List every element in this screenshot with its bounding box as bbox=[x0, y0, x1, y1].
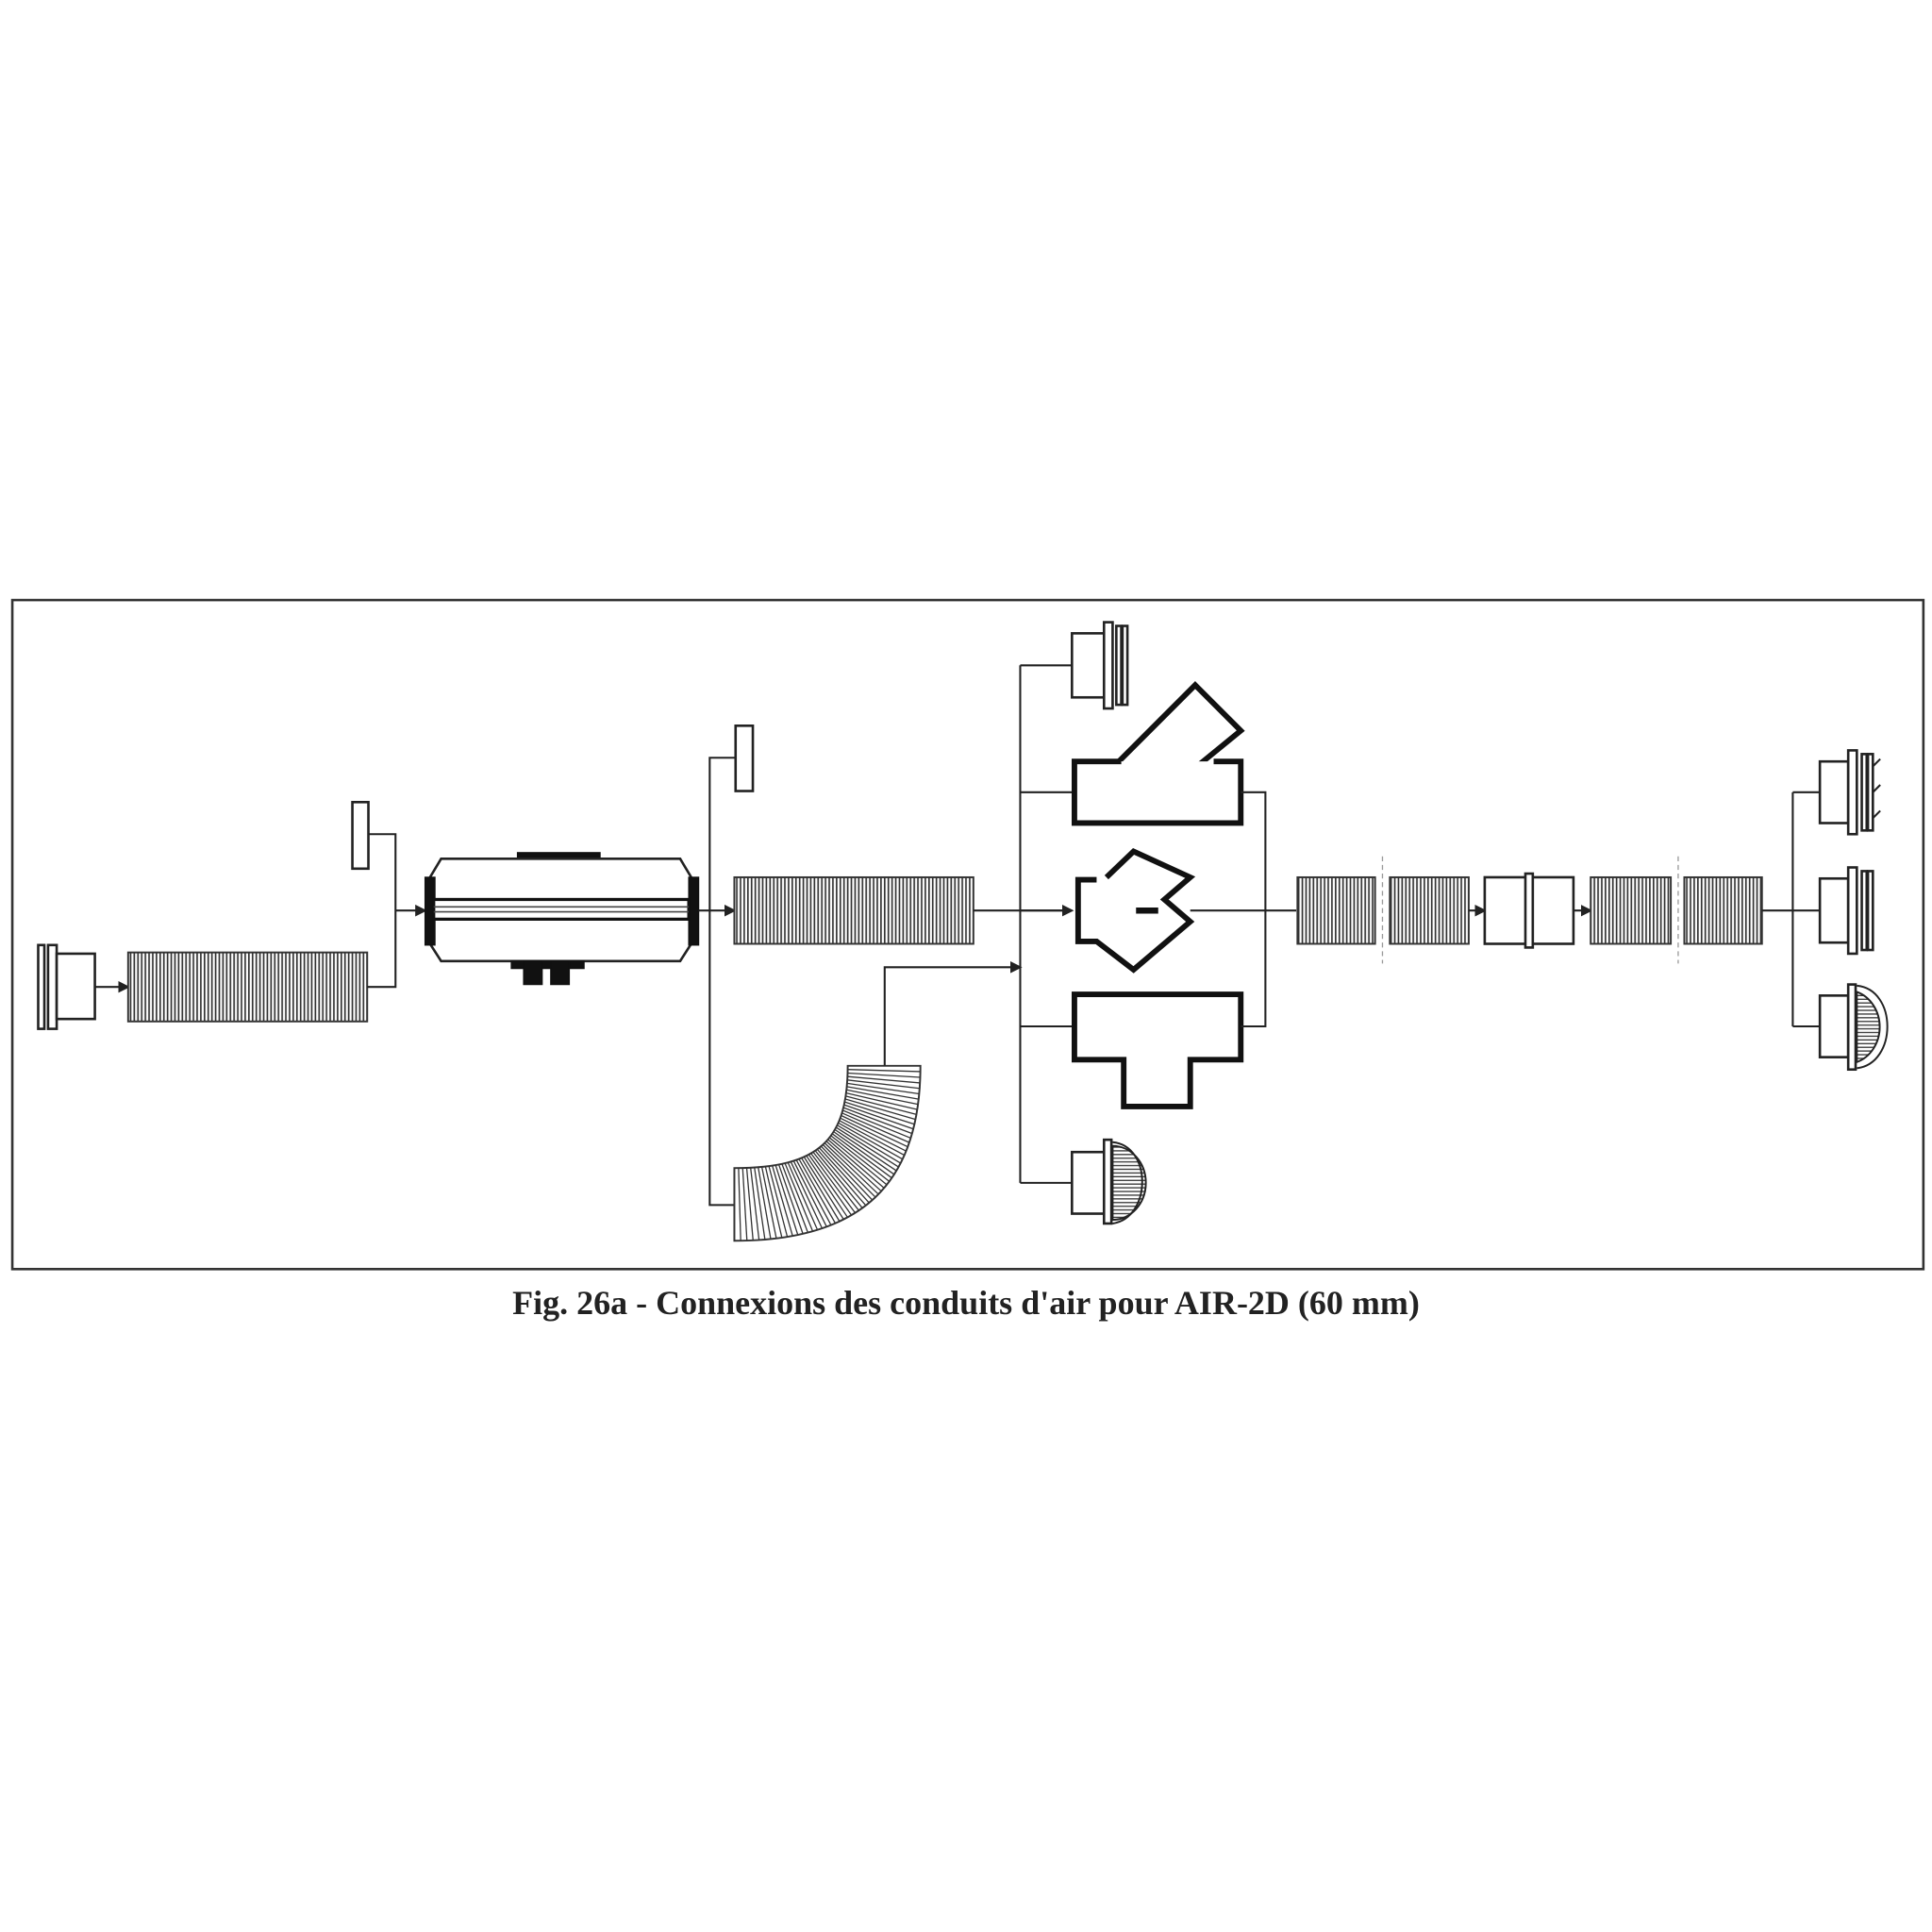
bend-corrugation bbox=[750, 1167, 760, 1241]
bend-corrugation bbox=[801, 1158, 841, 1223]
bend-corrugation bbox=[838, 1122, 904, 1160]
intake-connector-line bbox=[367, 833, 425, 989]
bend-corrugation bbox=[754, 1167, 766, 1241]
bend-corrugation bbox=[760, 1166, 777, 1239]
bend-corrugation bbox=[820, 1145, 874, 1201]
bend-corrugation bbox=[818, 1147, 870, 1204]
bend-corrugation bbox=[824, 1142, 879, 1195]
bend-corrugation bbox=[830, 1135, 891, 1182]
bend-corrugation bbox=[738, 1168, 741, 1241]
bend-corrugation bbox=[842, 1109, 911, 1140]
outlet-grille-with-louvres-icon bbox=[1818, 749, 1881, 836]
bend-corrugation bbox=[847, 1072, 921, 1078]
bend-connector-line bbox=[883, 961, 1023, 1066]
bend-corrugation bbox=[816, 1148, 867, 1207]
bend-corrugation bbox=[795, 1159, 832, 1225]
bend-corrugation bbox=[781, 1163, 809, 1233]
collector-line bbox=[1241, 791, 1267, 1028]
bend-corrugation bbox=[846, 1086, 919, 1100]
bend-corrugation bbox=[810, 1153, 857, 1214]
bend-corrugation bbox=[828, 1137, 888, 1186]
bend-corrugation bbox=[841, 1114, 908, 1148]
bend-corrugation bbox=[745, 1167, 754, 1241]
flex-duct-bend bbox=[733, 1064, 922, 1242]
bend-corrugation bbox=[814, 1150, 863, 1208]
figure-frame bbox=[10, 598, 1925, 1271]
bend-corrugation bbox=[787, 1162, 819, 1230]
outlet-flex-duct bbox=[733, 875, 974, 945]
bend-corrugation bbox=[777, 1164, 804, 1235]
outlet-grille-icon bbox=[1071, 621, 1129, 710]
bend-corrugation bbox=[833, 1131, 895, 1175]
diverter-valve-icon bbox=[1074, 848, 1196, 974]
bend-corrugation bbox=[803, 1157, 844, 1220]
round-outlet-grille-icon bbox=[1071, 1138, 1147, 1225]
bend-corrugation bbox=[822, 1143, 876, 1198]
bend-corrugation bbox=[834, 1128, 897, 1172]
bend-corrugation bbox=[845, 1091, 918, 1110]
bend-corrugation bbox=[847, 1079, 920, 1090]
bend-corrugation bbox=[784, 1162, 814, 1232]
bend-corrugation bbox=[837, 1124, 902, 1164]
y-piece-icon bbox=[1072, 681, 1245, 826]
bend-corrugation bbox=[764, 1166, 783, 1239]
bend-corrugation bbox=[846, 1089, 919, 1106]
heater-unit-icon bbox=[424, 852, 700, 986]
bend-corrugation bbox=[846, 1082, 920, 1095]
bend-corrugation bbox=[808, 1154, 853, 1216]
bend-corrugation bbox=[774, 1164, 799, 1236]
round-outlet-grille-icon bbox=[1818, 983, 1889, 1072]
bend-corrugation bbox=[831, 1133, 892, 1179]
bend-corrugation bbox=[741, 1168, 748, 1241]
bend-corrugation bbox=[847, 1069, 921, 1073]
bend-corrugation bbox=[806, 1155, 849, 1218]
intake-grille-icon bbox=[37, 943, 96, 1030]
intake-protection-cap bbox=[351, 800, 370, 871]
bend-corrugation bbox=[772, 1165, 793, 1237]
bend-corrugation bbox=[843, 1104, 914, 1130]
bend-corrugation bbox=[812, 1151, 859, 1211]
bend-corrugation bbox=[768, 1165, 789, 1238]
figure-caption: Fig. 26a - Connexions des conduits d'air… bbox=[512, 1284, 1420, 1322]
bend-corrugation bbox=[758, 1167, 772, 1240]
bend-corrugation bbox=[841, 1112, 910, 1143]
intake-flex-duct bbox=[126, 951, 369, 1023]
bend-corrugation bbox=[840, 1117, 907, 1152]
bend-corrugation bbox=[835, 1126, 899, 1168]
bend-corrugation bbox=[825, 1141, 882, 1192]
bend-corrugation bbox=[845, 1095, 917, 1116]
distribution-lines bbox=[1019, 664, 1074, 1184]
bend-corrugation bbox=[827, 1139, 885, 1189]
outlet-branch-line bbox=[708, 757, 736, 1207]
t-piece-icon bbox=[1072, 991, 1244, 1109]
outlet-branch-line bbox=[1761, 791, 1821, 1028]
outlet-grille-icon bbox=[1818, 866, 1874, 956]
bend-corrugation bbox=[847, 1075, 921, 1084]
outlet-protection-cap bbox=[734, 724, 755, 792]
bend-corrugation bbox=[842, 1107, 913, 1135]
bend-corrugation bbox=[839, 1120, 906, 1157]
extension-duct-chain bbox=[1296, 856, 1763, 964]
bend-corrugation bbox=[844, 1101, 915, 1125]
bend-corrugation bbox=[790, 1161, 824, 1229]
bend-corrugation bbox=[792, 1160, 827, 1227]
bend-corrugation bbox=[798, 1158, 837, 1224]
bend-corrugation bbox=[844, 1098, 916, 1121]
